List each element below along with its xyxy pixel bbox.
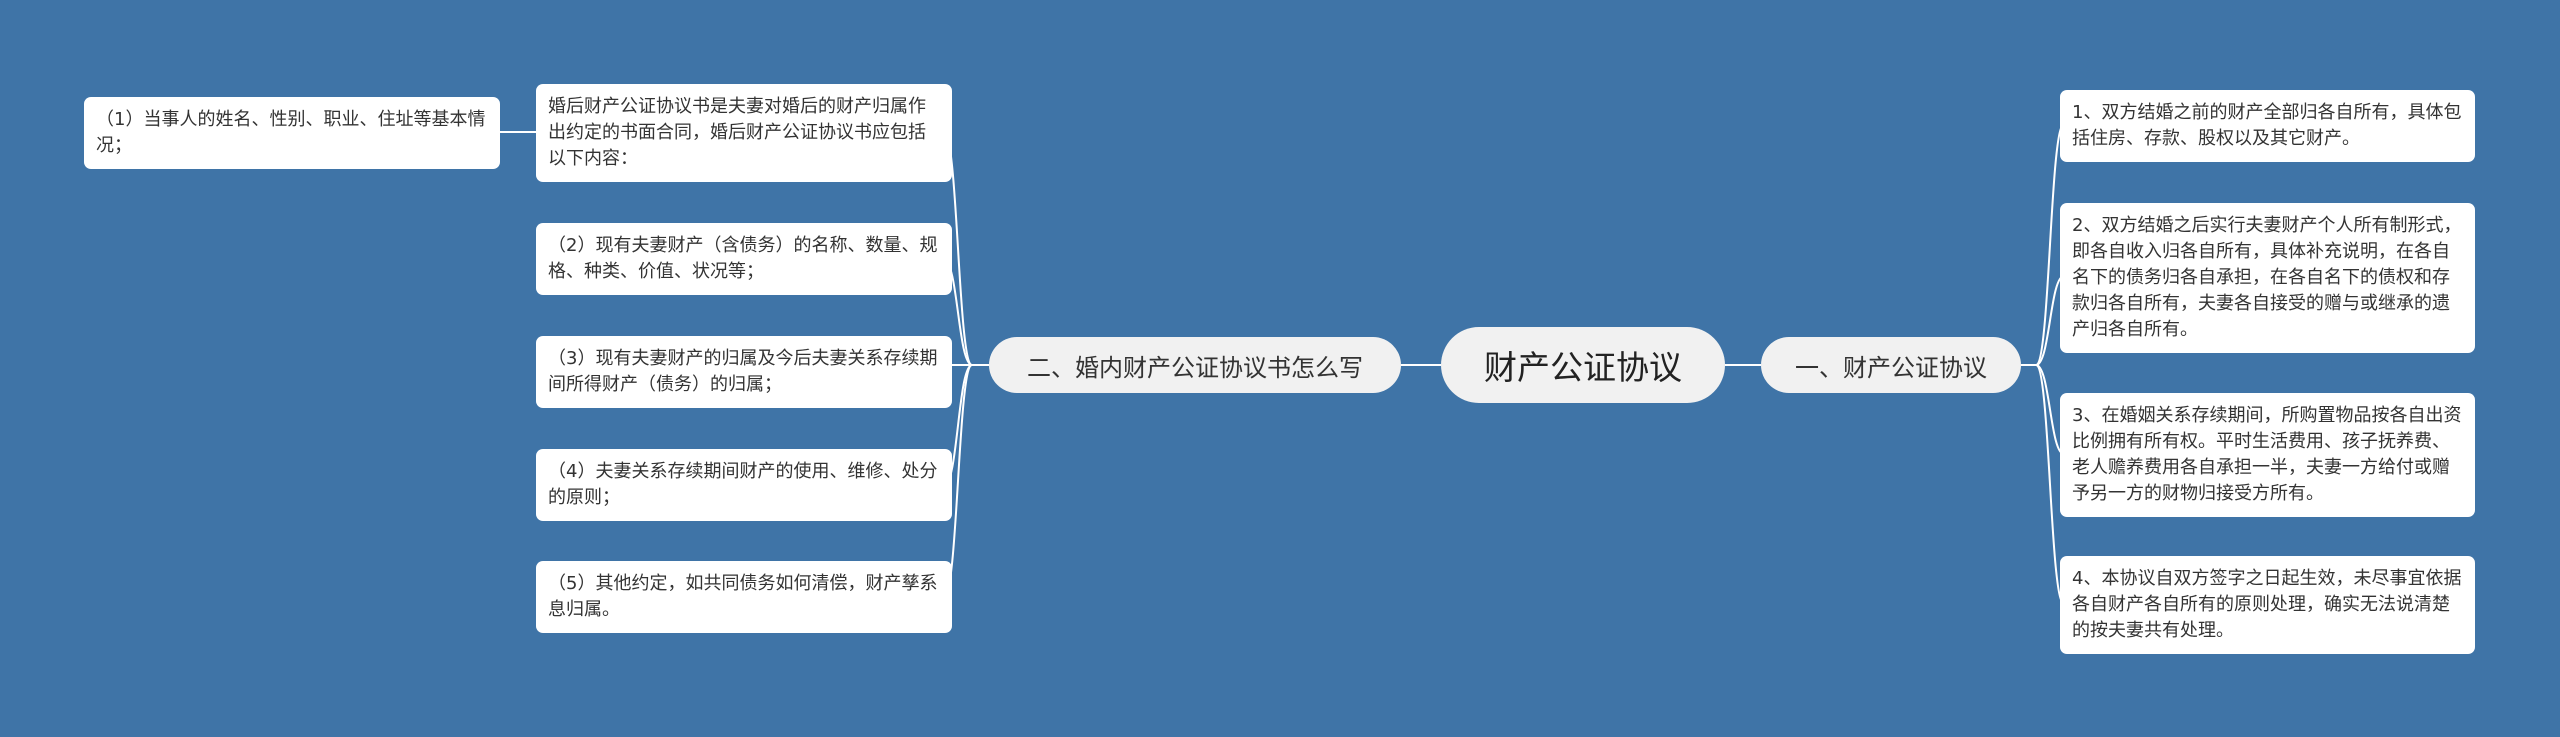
link-right-item1 <box>2021 123 2065 366</box>
branch-how-to-write-label: 二、婚内财产公证协议书怎么写 <box>1027 353 1363 382</box>
leaf-right-item4-text: 4、本协议自双方签字之日起生效，未尽事宜依据各自财产各自所有的原则处理，确实无法… <box>2072 568 2462 641</box>
leaf-left-intro[interactable]: 婚后财产公证协议书是夫妻对婚后的财产归属作出约定的书面合同，婚后财产公证协议书应… <box>536 84 952 182</box>
leaf-left-item5[interactable]: （5）其他约定，如共同债务如何清偿，财产孳系息归属。 <box>536 561 952 633</box>
leaf-left-item3[interactable]: （3）现有夫妻财产的归属及今后夫妻关系存续期间所得财产（债务）的归属； <box>536 336 952 408</box>
leaf-right-item1[interactable]: 1、双方结婚之前的财产全部归各自所有，具体包括住房、存款、股权以及其它财产。 <box>2060 90 2475 162</box>
leaf-left-item2[interactable]: （2）现有夫妻财产（含债务）的名称、数量、规格、种类、价值、状况等； <box>536 223 952 295</box>
leaf-left-item1[interactable]: （1）当事人的姓名、性别、职业、住址等基本情况； <box>84 97 500 169</box>
leaf-right-item3[interactable]: 3、在婚姻关系存续期间，所购置物品按各自出资比例拥有所有权。平时生活费用、孩子抚… <box>2060 393 2475 517</box>
root-topic[interactable]: 财产公证协议 <box>1441 327 1725 403</box>
branch-property-agreement[interactable]: 一、财产公证协议 <box>1761 337 2021 393</box>
leaf-right-item4[interactable]: 4、本协议自双方签字之日起生效，未尽事宜依据各自财产各自所有的原则处理，确实无法… <box>2060 556 2475 654</box>
root-topic-label: 财产公证协议 <box>1484 348 1682 387</box>
link-right-item3 <box>2021 364 2065 455</box>
leaf-left-item2-text: （2）现有夫妻财产（含债务）的名称、数量、规格、种类、价值、状况等； <box>548 235 938 282</box>
leaf-left-item4[interactable]: （4）夫妻关系存续期间财产的使用、维修、处分的原则； <box>536 449 952 521</box>
leaf-left-item3-text: （3）现有夫妻财产的归属及今后夫妻关系存续期间所得财产（债务）的归属； <box>548 348 938 395</box>
leaf-right-item2[interactable]: 2、双方结婚之后实行夫妻财产个人所有制形式，即各自收入归各自所有，具体补充说明，… <box>2060 203 2475 353</box>
link-right-item2 <box>2021 275 2065 366</box>
leaf-left-item1-text: （1）当事人的姓名、性别、职业、住址等基本情况； <box>96 109 486 156</box>
leaf-right-item3-text: 3、在婚姻关系存续期间，所购置物品按各自出资比例拥有所有权。平时生活费用、孩子抚… <box>2072 405 2462 504</box>
branch-property-agreement-label: 一、财产公证协议 <box>1795 353 1987 382</box>
leaf-right-item1-text: 1、双方结婚之前的财产全部归各自所有，具体包括住房、存款、股权以及其它财产。 <box>2072 102 2462 149</box>
link-right-item4 <box>2021 364 2065 605</box>
leaf-left-item5-text: （5）其他约定，如共同债务如何清偿，财产孳系息归属。 <box>548 573 938 620</box>
branch-how-to-write[interactable]: 二、婚内财产公证协议书怎么写 <box>989 337 1401 393</box>
leaf-left-item4-text: （4）夫妻关系存续期间财产的使用、维修、处分的原则； <box>548 461 938 508</box>
leaf-left-intro-text: 婚后财产公证协议书是夫妻对婚后的财产归属作出约定的书面合同，婚后财产公证协议书应… <box>548 96 926 169</box>
leaf-right-item2-text: 2、双方结婚之后实行夫妻财产个人所有制形式，即各自收入归各自所有，具体补充说明，… <box>2072 215 2462 340</box>
